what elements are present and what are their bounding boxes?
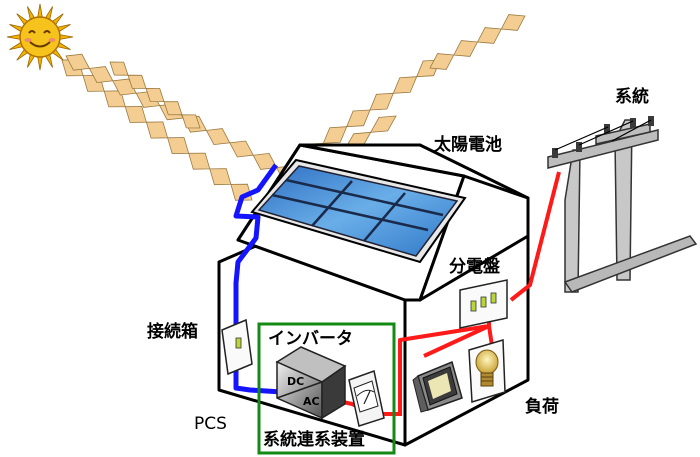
ray-diamond: [124, 105, 147, 123]
sun-ray-spike: [37, 3, 43, 19]
ray-diamond: [322, 126, 348, 144]
utility-poles: [547, 116, 698, 293]
ray-diamond: [229, 140, 254, 158]
inverter-box: [275, 346, 347, 420]
sun-icon: [6, 3, 74, 71]
ray-diamond: [167, 137, 190, 155]
ac-label: AC: [303, 395, 320, 408]
sun-ray-spike: [6, 34, 22, 40]
distribution-board: [459, 279, 508, 329]
ray-diamond: [346, 109, 371, 128]
ray-diamond: [109, 61, 129, 76]
solar-cell-label: 太陽電池: [434, 135, 502, 155]
pcs-label: PCS: [194, 414, 227, 434]
ray-diamond: [453, 40, 479, 57]
ray-diamond: [181, 114, 201, 129]
television-icon: [412, 360, 463, 413]
load-label: 負荷: [525, 397, 559, 417]
grid-tie-device-label: 系統連系装置: [263, 430, 365, 450]
pcs-frame: [257, 322, 396, 455]
light-bulb-icon: [468, 339, 506, 403]
dc-label: DC: [287, 375, 304, 388]
ray-diamond: [476, 27, 502, 44]
ray-diamond: [209, 168, 232, 186]
ray-diamond: [145, 121, 169, 139]
ray-diamond: [188, 152, 211, 170]
junction-box: [221, 318, 253, 376]
distribution-board-label: 分電盤: [449, 257, 500, 277]
sun-ray-spike: [58, 34, 74, 40]
ray-diamond: [369, 92, 394, 111]
ray-diamond: [429, 53, 455, 70]
junction-box-label: 接続箱: [147, 322, 198, 342]
inverter-label: インバータ: [268, 329, 353, 349]
grid-label: 系統: [615, 87, 649, 107]
solar-panel: [250, 158, 467, 264]
ray-diamond: [369, 115, 397, 133]
meter-device: [348, 370, 385, 427]
sun-ray-spike: [37, 55, 43, 71]
dc-wire: [233, 163, 283, 395]
ray-diamond: [392, 76, 418, 94]
ray-diamond: [500, 14, 526, 31]
ray-diamond: [205, 128, 231, 146]
